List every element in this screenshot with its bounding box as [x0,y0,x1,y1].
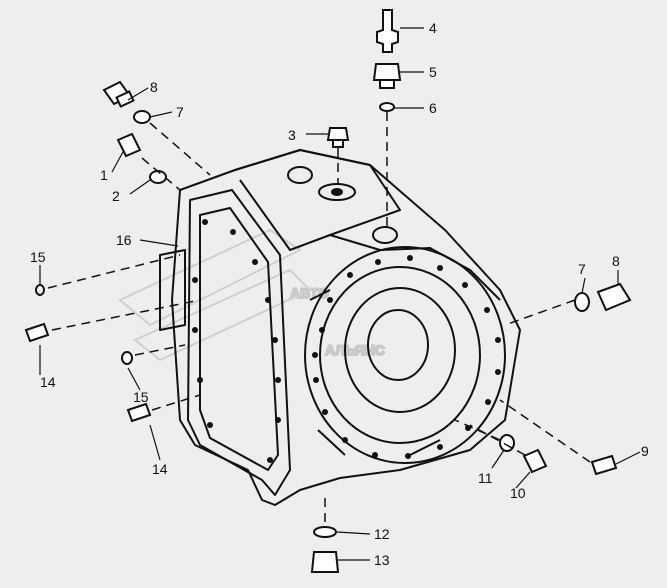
part-13-plug-icon [310,551,340,573]
bell-bore [344,287,456,413]
side-block [159,249,186,331]
callout-14a: 14 [40,374,56,390]
part-3-plug-icon [326,127,350,141]
part-7a-washer-icon [133,110,151,124]
callout-5: 5 [429,64,437,80]
callout-6: 6 [429,100,437,116]
callout-1: 1 [100,167,108,183]
callout-10: 10 [510,485,526,501]
callout-12: 12 [374,526,390,542]
callout-4: 4 [429,20,437,36]
top-port [287,166,313,184]
left-flange-face [187,189,291,496]
part-2-washer-icon [149,170,167,184]
part-6-washer-icon [379,102,395,112]
callout-16: 16 [116,232,132,248]
part-14b-pin-icon [126,402,152,423]
part-9-pin-icon [590,454,618,476]
watermark-logo-icon [118,228,312,362]
housing-top-edge [289,234,501,301]
callout-3: 3 [288,127,296,143]
part-5-plug-thread-icon [379,79,395,89]
top-boss [318,183,356,201]
bell-flange-outer [304,246,506,464]
housing-outline [171,149,521,506]
part-5-plug-icon [372,63,402,81]
callout-labels: 4 5 6 3 8 7 1 2 16 15 14 15 14 7 8 11 10… [30,20,649,568]
leader-lines [39,27,641,561]
bell-details [309,289,441,456]
callout-11: 11 [478,470,493,486]
callout-8b: 8 [612,253,620,269]
callout-15a: 15 [30,249,46,265]
upper-port [372,226,398,244]
part-3-plug-thread-icon [332,139,344,148]
part-1-fitting-icon [116,132,142,158]
left-flange-inner [199,207,279,471]
part-10-plug-icon [522,448,548,474]
callout-7b: 7 [578,261,586,277]
part-11-washer-icon [499,434,515,452]
callout-7a: 7 [176,104,184,120]
part-4-fitting-icon [376,9,399,53]
callout-9: 9 [641,443,649,459]
callout-13: 13 [374,552,390,568]
top-boss-hole [331,188,343,196]
part-15a-washer-icon [35,284,45,296]
callout-8a: 8 [150,79,158,95]
part-8b-plug-icon [596,282,632,312]
watermark: АВТО АЛЬЯНС [118,228,386,362]
callout-14b: 14 [152,461,168,477]
callout-2: 2 [112,188,120,204]
watermark-line2: АЛЬЯНС [325,342,385,358]
part-14a-pin-icon [24,322,50,343]
assembly-lines [47,112,591,522]
part-12-washer-icon [313,526,337,538]
callout-15b: 15 [133,389,149,405]
part-8a-plug-thread-icon [115,90,135,108]
transmission-housing [159,149,521,506]
bell-center [367,309,429,381]
bell-flange-inner [319,266,481,444]
bolt-holes [192,219,501,463]
part-7b-washer-icon [574,292,590,312]
part-15b-washer-icon [121,351,133,365]
